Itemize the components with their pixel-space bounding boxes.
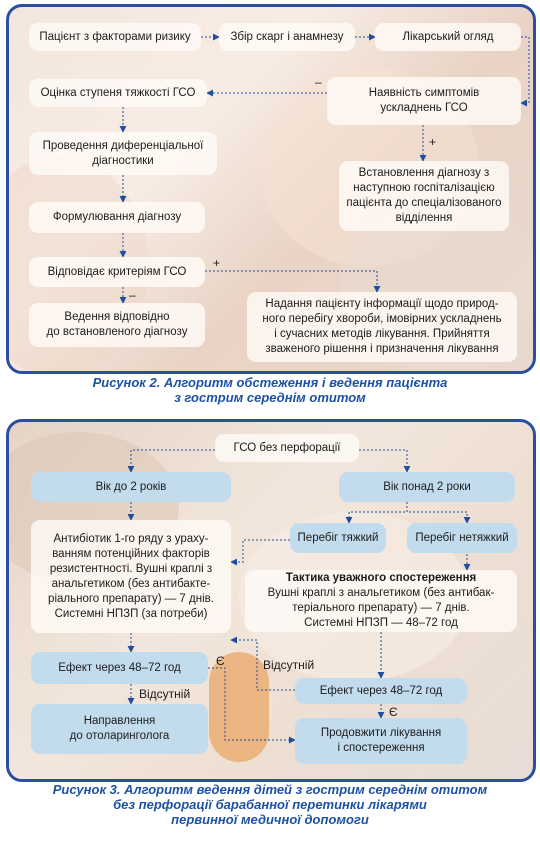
absent-label: Відсутній: [139, 687, 191, 701]
differential-diagnosis-box: Проведення диференціальної діагностики: [29, 132, 217, 175]
no-perforation-root-box: ГСО без перфорації: [215, 434, 359, 462]
physical-exam-box: Лікарський огляд: [375, 23, 521, 51]
complaints-history-box: Збір скарг і анамнезу: [219, 23, 355, 51]
age-under-2-box: Вік до 2 років: [31, 472, 231, 502]
patient-risk-box: Пацієнт з факторами ризику: [29, 23, 201, 51]
flow-arrows: [119, 33, 530, 304]
watchful-waiting-box: Тактика уважного спостереження Вушні кра…: [245, 570, 517, 632]
severe-course-box: Перебіг тяжкий: [290, 523, 386, 553]
plus-sign: +: [213, 256, 221, 270]
criteria-check-box: Відповідає критеріям ГСО: [29, 257, 205, 287]
antibiotic-treatment-box: Антибіотик 1-го ряду з ураху- ванням пот…: [31, 520, 231, 633]
ent-referral-box: Направлення до отоларинголога: [31, 704, 208, 754]
plus-sign: +: [429, 135, 437, 149]
present-label: Є: [389, 705, 398, 719]
diagnosis-formulation-box: Формулювання діагнозу: [29, 202, 205, 233]
figure-panel-1: Пацієнт з факторами ризику Збір скарг і …: [6, 4, 536, 374]
effect-left-box: Ефект через 48–72 год: [31, 652, 208, 684]
continue-treatment-box: Продовжити лікування і спостереження: [295, 718, 467, 764]
effect-right-box: Ефект через 48–72 год: [295, 678, 467, 704]
mild-course-box: Перебіг нетяжкий: [407, 523, 517, 553]
severity-assessment-box: Оцінка ступеня тяжкості ГСО: [29, 79, 207, 107]
flow-arrows: [127, 449, 471, 744]
watchful-waiting-details: Вушні краплі з анальгетиком (без антибак…: [267, 587, 495, 629]
minus-sign: –: [129, 288, 136, 302]
watchful-waiting-title: Тактика уважного спостереження: [285, 572, 477, 584]
minus-sign: –: [315, 75, 322, 89]
hospitalization-box: Встановлення діагнозу з наступною госпіт…: [339, 161, 509, 231]
present-label: Є: [216, 654, 225, 668]
patient-information-box: Надання пацієнту інформації щодо природ-…: [247, 292, 517, 362]
figure-caption-3: Рисунок 3. Алгоритм ведення дітей з гост…: [52, 782, 488, 827]
absent-label: Відсутній: [263, 658, 315, 672]
age-over-2-box: Вік понад 2 роки: [339, 472, 515, 502]
complication-symptoms-box: Наявність симптомів ускладнень ГСО: [327, 77, 521, 125]
background-shape: [209, 652, 269, 762]
figure-panel-3: ГСО без перфорації Вік до 2 років Вік по…: [6, 419, 536, 782]
figure-caption-2: Рисунок 2. Алгоритм обстеження і ведення…: [92, 375, 448, 405]
established-diagnosis-box: Ведення відповідно до встановленого діаг…: [29, 303, 205, 347]
